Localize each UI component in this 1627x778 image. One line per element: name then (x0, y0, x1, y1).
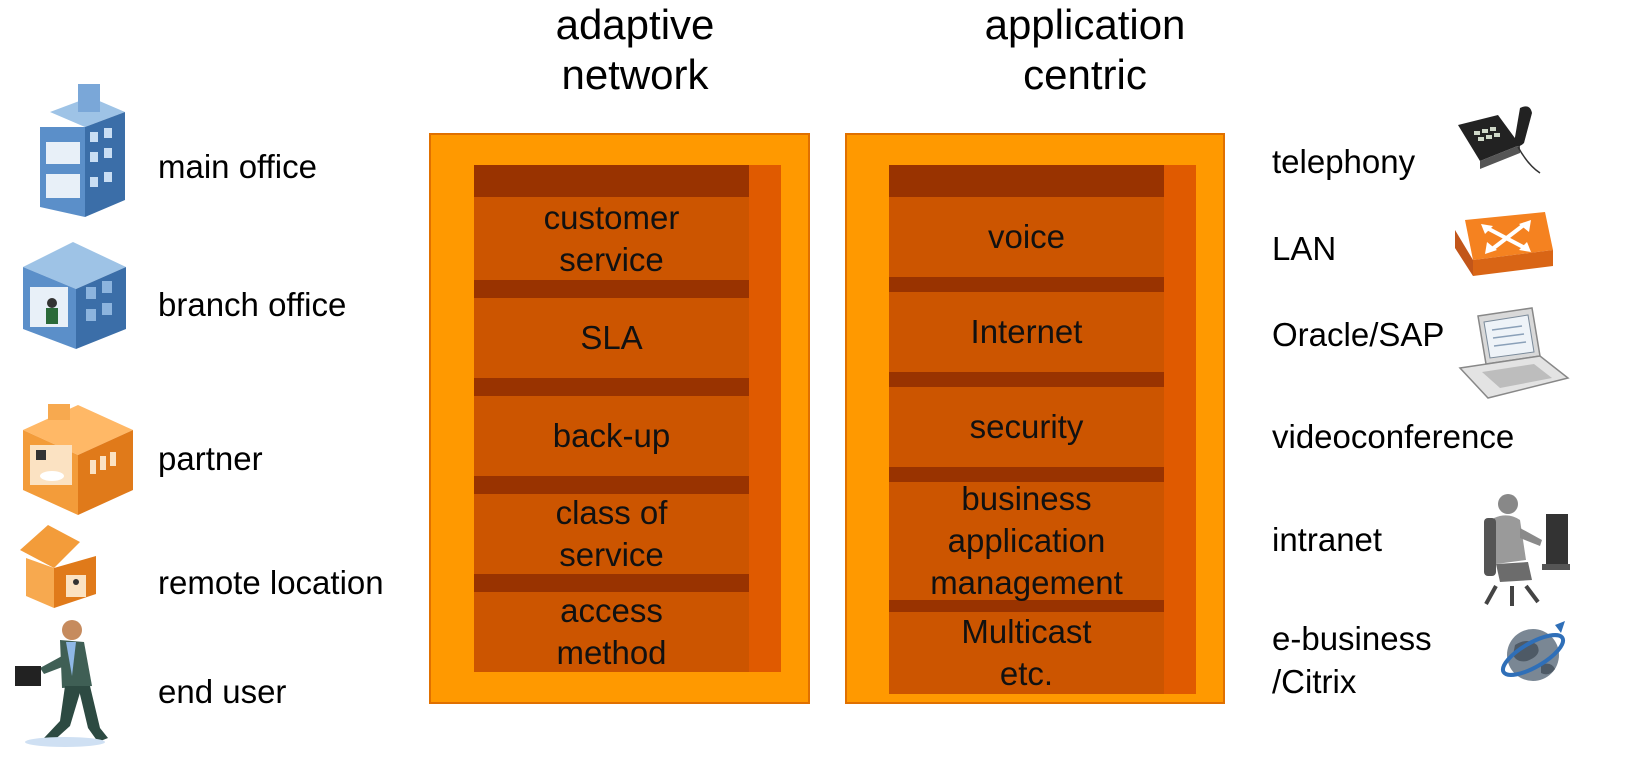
block-customer-service: customer service (474, 165, 781, 280)
block-label: customer service (543, 198, 680, 278)
application-intranet: intranet (1272, 521, 1383, 558)
block-label: business application management (930, 480, 1123, 601)
block-voice: voice (889, 165, 1196, 277)
location-main-office: main office (158, 148, 317, 185)
house-icon (20, 525, 96, 608)
application-oracle-sap: Oracle/SAP (1272, 316, 1445, 353)
telephone-icon (1458, 106, 1541, 174)
block-business-application-management: business application management (889, 450, 1196, 601)
block-access-method: access method (474, 560, 781, 672)
block-label: class of service (555, 494, 668, 573)
block-label: Multicast etc. (961, 613, 1092, 692)
location-partner: partner (158, 440, 263, 477)
block-label: Internet (970, 313, 1083, 350)
block-label: voice (987, 218, 1066, 255)
laptop-icon (1458, 307, 1570, 399)
globe-icon (1500, 621, 1566, 681)
block-label: back-up (552, 417, 671, 454)
partner-building-icon (23, 404, 133, 515)
column-title-adaptive-network: adaptive network (555, 1, 715, 98)
location-branch-office: branch office (158, 286, 347, 323)
column-title-application-centric: application centric (984, 1, 1186, 98)
block-class-of-service: class of service (474, 462, 781, 574)
block-label: security (969, 408, 1084, 445)
location-remote-location: remote location (158, 564, 384, 601)
running-businessman-icon (15, 620, 108, 747)
application-telephony: telephony (1272, 143, 1416, 180)
network-switch-icon (1455, 212, 1553, 276)
application-e-business-citrix: e-business /Citrix (1272, 620, 1432, 700)
block-back-up: back-up (474, 364, 781, 476)
application-videoconference: videoconference (1272, 418, 1515, 455)
branch-building-icon (23, 242, 126, 349)
location-end-user: end user (158, 673, 287, 710)
block-label: SLA (580, 319, 643, 356)
block-sla: SLA (474, 266, 781, 378)
block-label: access method (556, 592, 667, 671)
application-lan: LAN (1272, 230, 1337, 267)
person-at-computer-icon (1484, 494, 1570, 606)
office-building-icon (40, 84, 125, 217)
